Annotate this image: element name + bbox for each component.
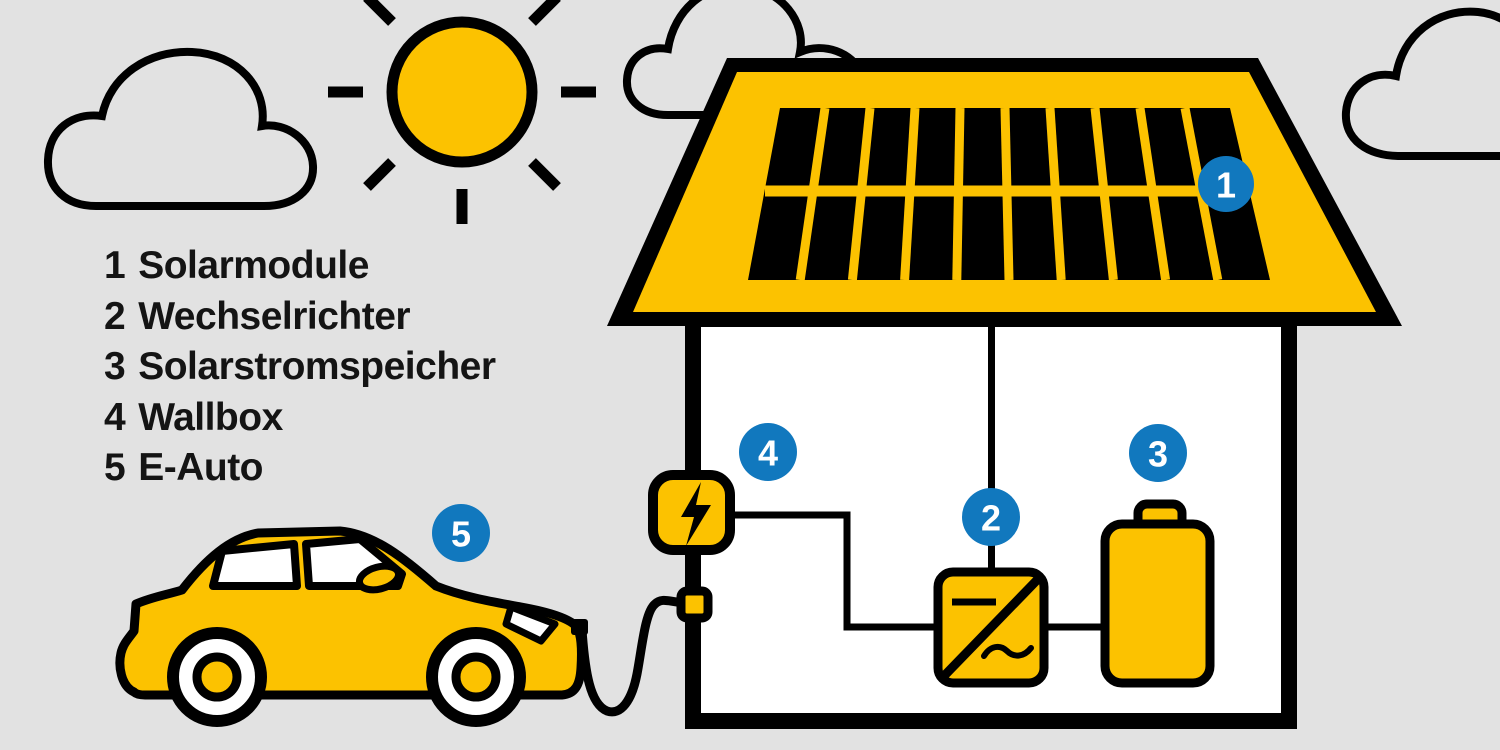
badge-e-auto: 5	[432, 504, 490, 562]
wallbox-to-inverter-line	[735, 511, 938, 631]
cloud-icon	[1341, 7, 1500, 160]
legend-number: 5	[104, 446, 126, 489]
sun-icon	[328, 0, 596, 224]
inverter-dc-ac-icon	[933, 567, 1049, 688]
legend-label: Solarmodule	[138, 244, 369, 287]
cloud-icon	[43, 47, 317, 210]
badge-number: 4	[758, 433, 778, 474]
badge-number: 3	[1148, 434, 1168, 475]
badge-wechselrichter: 2	[962, 488, 1020, 546]
legend-label: Wallbox	[138, 395, 283, 439]
legend-number: 1	[104, 244, 126, 287]
charging-socket	[676, 586, 713, 623]
solar-panel-icon	[748, 107, 1270, 281]
badge-solarstromspeicher: 3	[1129, 424, 1187, 482]
badge-number: 5	[451, 514, 471, 555]
lightning-bolt-icon	[681, 482, 711, 546]
car-mirror	[355, 562, 403, 594]
car-rear-wheel	[167, 627, 267, 727]
badge-wallbox: 4	[739, 423, 797, 481]
legend-item-solarmodule: 1 Solarmodule	[104, 241, 496, 292]
legend-number: 4	[104, 395, 126, 439]
legend-label: Solarstromspeicher	[138, 345, 496, 388]
battery-icon	[1100, 499, 1215, 688]
ev-car-icon	[115, 526, 588, 727]
badge-number: 1	[1216, 165, 1236, 206]
legend-item-solarstromspeicher: 3 Solarstromspeicher	[104, 342, 496, 393]
legend-item-wechselrichter: 2 Wechselrichter	[104, 292, 496, 343]
wallbox-icon	[648, 470, 735, 555]
legend-item-wallbox: 4 Wallbox	[104, 393, 496, 444]
legend: 1 Solarmodule 2 Wechselrichter 3 Solarstrom…	[104, 241, 496, 494]
charging-cable-icon	[577, 595, 682, 717]
badge-number: 2	[981, 498, 1001, 539]
legend-number: 3	[104, 345, 126, 388]
car-front-wheel	[426, 627, 526, 727]
badge-solarmodule: 1	[1198, 156, 1254, 212]
legend-label: Wechselrichter	[138, 294, 411, 338]
car-headlight	[502, 603, 559, 645]
legend-number: 2	[104, 294, 126, 338]
car-rear-window	[209, 540, 301, 590]
legend-label: E-Auto	[138, 446, 264, 489]
car-charge-port	[571, 619, 588, 635]
legend-item-e-auto: 5 E-Auto	[104, 443, 496, 494]
